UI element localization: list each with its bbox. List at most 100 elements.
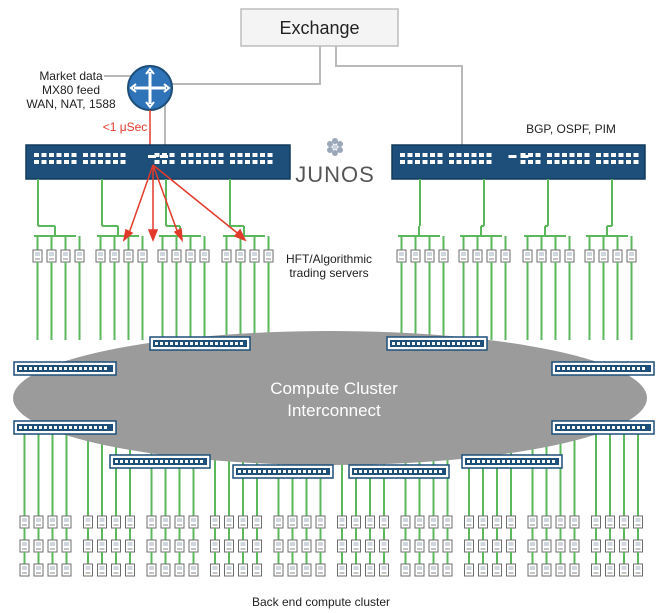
switch-port [71,160,77,164]
switch-port [29,367,32,370]
switch-port [175,460,178,463]
server-icon [541,539,552,553]
switch-port [486,153,492,157]
switch-port [308,470,311,473]
switch-port [577,426,580,429]
server-screen [607,566,613,570]
server-icon [527,563,538,577]
server-screen [558,566,563,570]
server-icon [626,249,637,263]
market-data-line-3: WAN, NAT, 1588 [26,97,116,111]
cluster-switch-right-upper [551,361,655,376]
server-icon [365,563,375,577]
switch-port [464,160,469,164]
server-screen [489,252,494,256]
server-icon [591,539,601,553]
switch-port [512,460,515,463]
switch-port [633,160,639,164]
server-icon [396,249,407,263]
switch-port [98,153,103,157]
server-screen [113,518,119,522]
server-icon [238,563,248,577]
switch-port [69,426,72,429]
switch-port [554,160,560,164]
server-icon [19,515,30,529]
server-icon [527,539,538,553]
switch-port [617,426,620,429]
switch-port [618,160,624,164]
server-icon [555,563,566,577]
server-icon [137,249,148,263]
server-icon [33,539,44,553]
exchange-label: Exchange [279,18,359,38]
server-screen [466,518,472,522]
switch-port [471,160,477,164]
switch-port [407,153,413,157]
server-icon [464,539,474,553]
switch-port [105,160,111,164]
backend-rack [527,515,580,577]
server-screen [544,542,549,546]
server-screen [615,252,620,256]
switch-port [190,342,193,345]
switch-port [592,426,595,429]
server-icon [210,563,220,577]
switch-port [185,342,188,345]
server-icon [47,515,58,529]
switch-port [597,426,600,429]
cluster-label-line-2: Interconnect [287,401,381,420]
junos-logo: JUNOS [295,138,374,187]
server-icon [541,563,552,577]
switch-port [39,367,42,370]
server-screen [353,566,359,570]
server-screen [367,518,373,522]
server-icon [224,539,234,553]
server-screen [353,518,359,522]
switch-port [19,367,22,370]
server-screen [238,252,243,256]
server-icon [160,515,171,529]
server-icon [111,515,121,529]
server-screen [601,252,606,256]
server-icon [541,515,552,529]
backend-rack [337,515,389,577]
server-screen [558,518,563,522]
switch-port [180,342,183,345]
switch-port [467,460,470,463]
server-icon [301,515,312,529]
server-screen [77,252,82,256]
server-group [95,179,148,340]
switch-port [84,367,87,370]
switch-port [449,160,454,164]
server-icon [287,539,298,553]
server-screen [539,252,544,256]
switch-port [389,470,392,473]
server-screen [113,566,119,570]
switch-port [74,367,77,370]
switch-port [34,367,37,370]
server-icon [605,539,615,553]
server-screen [494,518,500,522]
switch-port [409,470,412,473]
switch-port [394,470,397,473]
compute-cluster-ellipse [13,331,647,465]
switch-port [415,153,420,157]
switch-port [464,153,469,157]
server-screen [508,542,514,546]
server-screen [475,252,480,256]
server-screen [466,566,472,570]
server-screen [226,566,232,570]
switch-port [603,153,609,157]
server-icon [442,515,453,529]
server-screen [212,542,218,546]
switch-port [120,460,123,463]
server-screen [558,542,563,546]
server-icon [19,563,30,577]
switch-port [238,470,241,473]
switch-port [415,160,420,164]
server-icon [351,539,361,553]
server-icon [188,539,199,553]
switch-port [24,426,27,429]
servers-label-line-2: trading servers [289,266,368,280]
server-screen [413,252,418,256]
